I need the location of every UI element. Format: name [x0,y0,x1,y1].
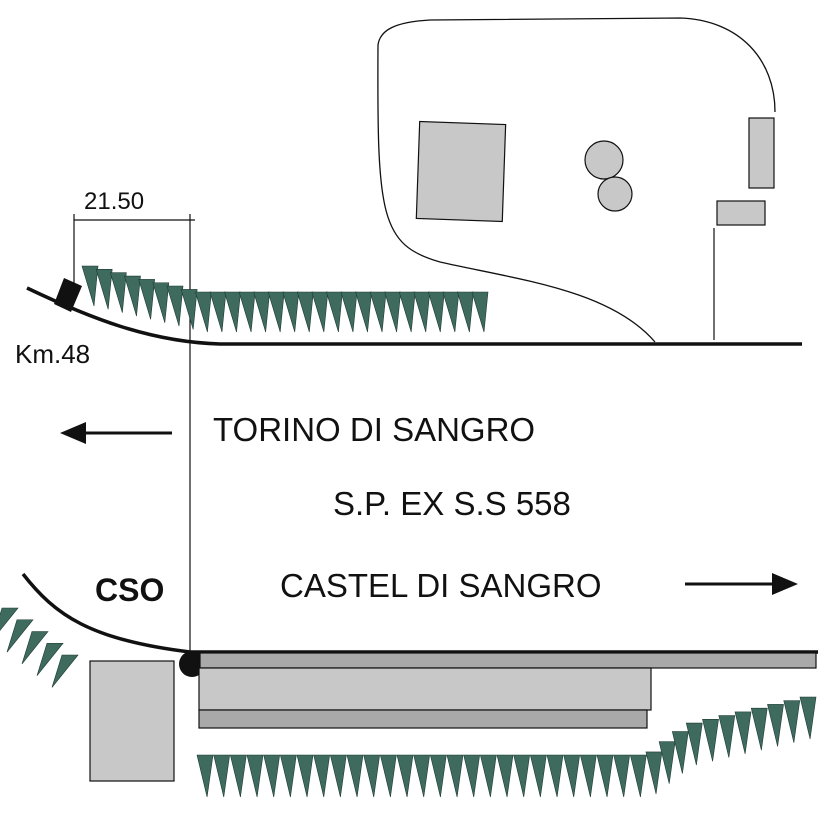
hedge-spike [446,754,464,798]
road-edge-south [21,572,818,654]
hedge-spike [224,291,241,333]
hedge-spike [279,754,297,798]
hedge-spike [209,291,227,333]
hedge-spike [195,291,212,333]
hedge-spike [596,754,614,798]
hedge-spike [369,291,387,333]
hedge-spike [0,607,19,631]
hedge-spike [246,754,264,798]
hedge-row-corner [0,607,79,688]
km-marker-post [54,278,82,312]
hedge-spike [124,275,141,317]
tank-upper [584,140,624,180]
hedge-spike [613,754,631,798]
hedge-spike [253,291,270,333]
hedge-spike [546,754,564,798]
building-small [716,200,766,226]
hedge-spike [95,269,113,310]
hedge-spike [152,282,170,323]
hedge-spike [326,291,343,333]
hedge-spike [296,291,314,333]
hedge-spike [413,754,431,798]
hedge-spike [629,754,647,798]
hedge-spike [513,754,531,798]
hedge-spike [563,754,581,798]
road-name-label: S.P. EX S.S 558 [333,485,571,522]
hedge-spike [21,631,49,665]
hedge-spike [379,754,397,798]
hedge-spike [479,754,497,798]
hedge-spike [196,754,214,798]
hedge-spike [311,291,329,333]
hedge-spike [363,754,381,798]
hedge-spike [463,754,481,798]
hedge-spike [645,751,663,795]
hedge-spike [427,291,445,333]
hedge-row-south [196,696,817,798]
building-vertical [748,117,775,189]
hedge-spike [296,754,314,798]
hedge-spike [138,279,155,320]
hedge-spike [267,291,285,333]
hedge-spike [783,700,801,743]
hedge-spike [767,704,784,747]
site-code-label: CSO [95,572,164,608]
hedge-spike [718,715,736,758]
hedge-spike [396,754,414,798]
dimension-label: 21.50 [84,188,144,215]
hedge-spike [166,285,184,327]
hedge-spike [6,619,34,653]
tank-lower [597,176,633,212]
hedge-spike [799,696,817,740]
hedge-spike [329,754,347,798]
hedge-spike [671,731,689,774]
hedge-spike [398,291,416,333]
hedge-spike [413,291,431,333]
hedge-spike [238,291,256,333]
hedge-spike [750,707,768,751]
hedge-spike [81,265,99,307]
hedge-spike [355,291,372,333]
hedge-spike [36,642,64,676]
hedge-spike [457,291,474,333]
hedge-spike [496,754,514,798]
building-large [415,120,507,223]
road-edge-north [26,286,802,346]
hedge-spike [579,754,597,798]
direction-west-label: TORINO DI SANGRO [213,411,535,448]
hedge-spike [180,289,198,330]
hedge-spike [213,754,231,798]
hedge-spike [229,754,247,798]
hedge-spike [702,719,719,762]
arrow-right-icon [685,573,798,595]
arrow-left-icon [60,422,172,444]
hedge-spike [51,654,79,688]
hedge-spike [734,711,752,754]
building-left [89,660,175,782]
hedge-spike [685,722,703,766]
hedge-row-north [81,265,489,333]
hedge-spike [263,754,281,798]
hedge-spike [313,754,331,798]
hedge-spike [429,754,447,798]
building-long-base [198,709,648,729]
km-label: Km.48 [15,339,90,369]
hedge-spike [384,291,401,333]
direction-east-label: CASTEL DI SANGRO [280,567,602,604]
hedge-spike [109,272,127,313]
building-long [198,667,652,711]
hedge-spike [442,291,460,333]
sidewalk-strip [199,652,817,669]
property-boundary [377,17,776,343]
hedge-spike [282,291,300,333]
hedge-spike [340,291,358,333]
hedge-spike [529,754,547,798]
hedge-spike [658,741,676,784]
hedge-spike [471,291,489,333]
hedge-spike [346,754,364,798]
